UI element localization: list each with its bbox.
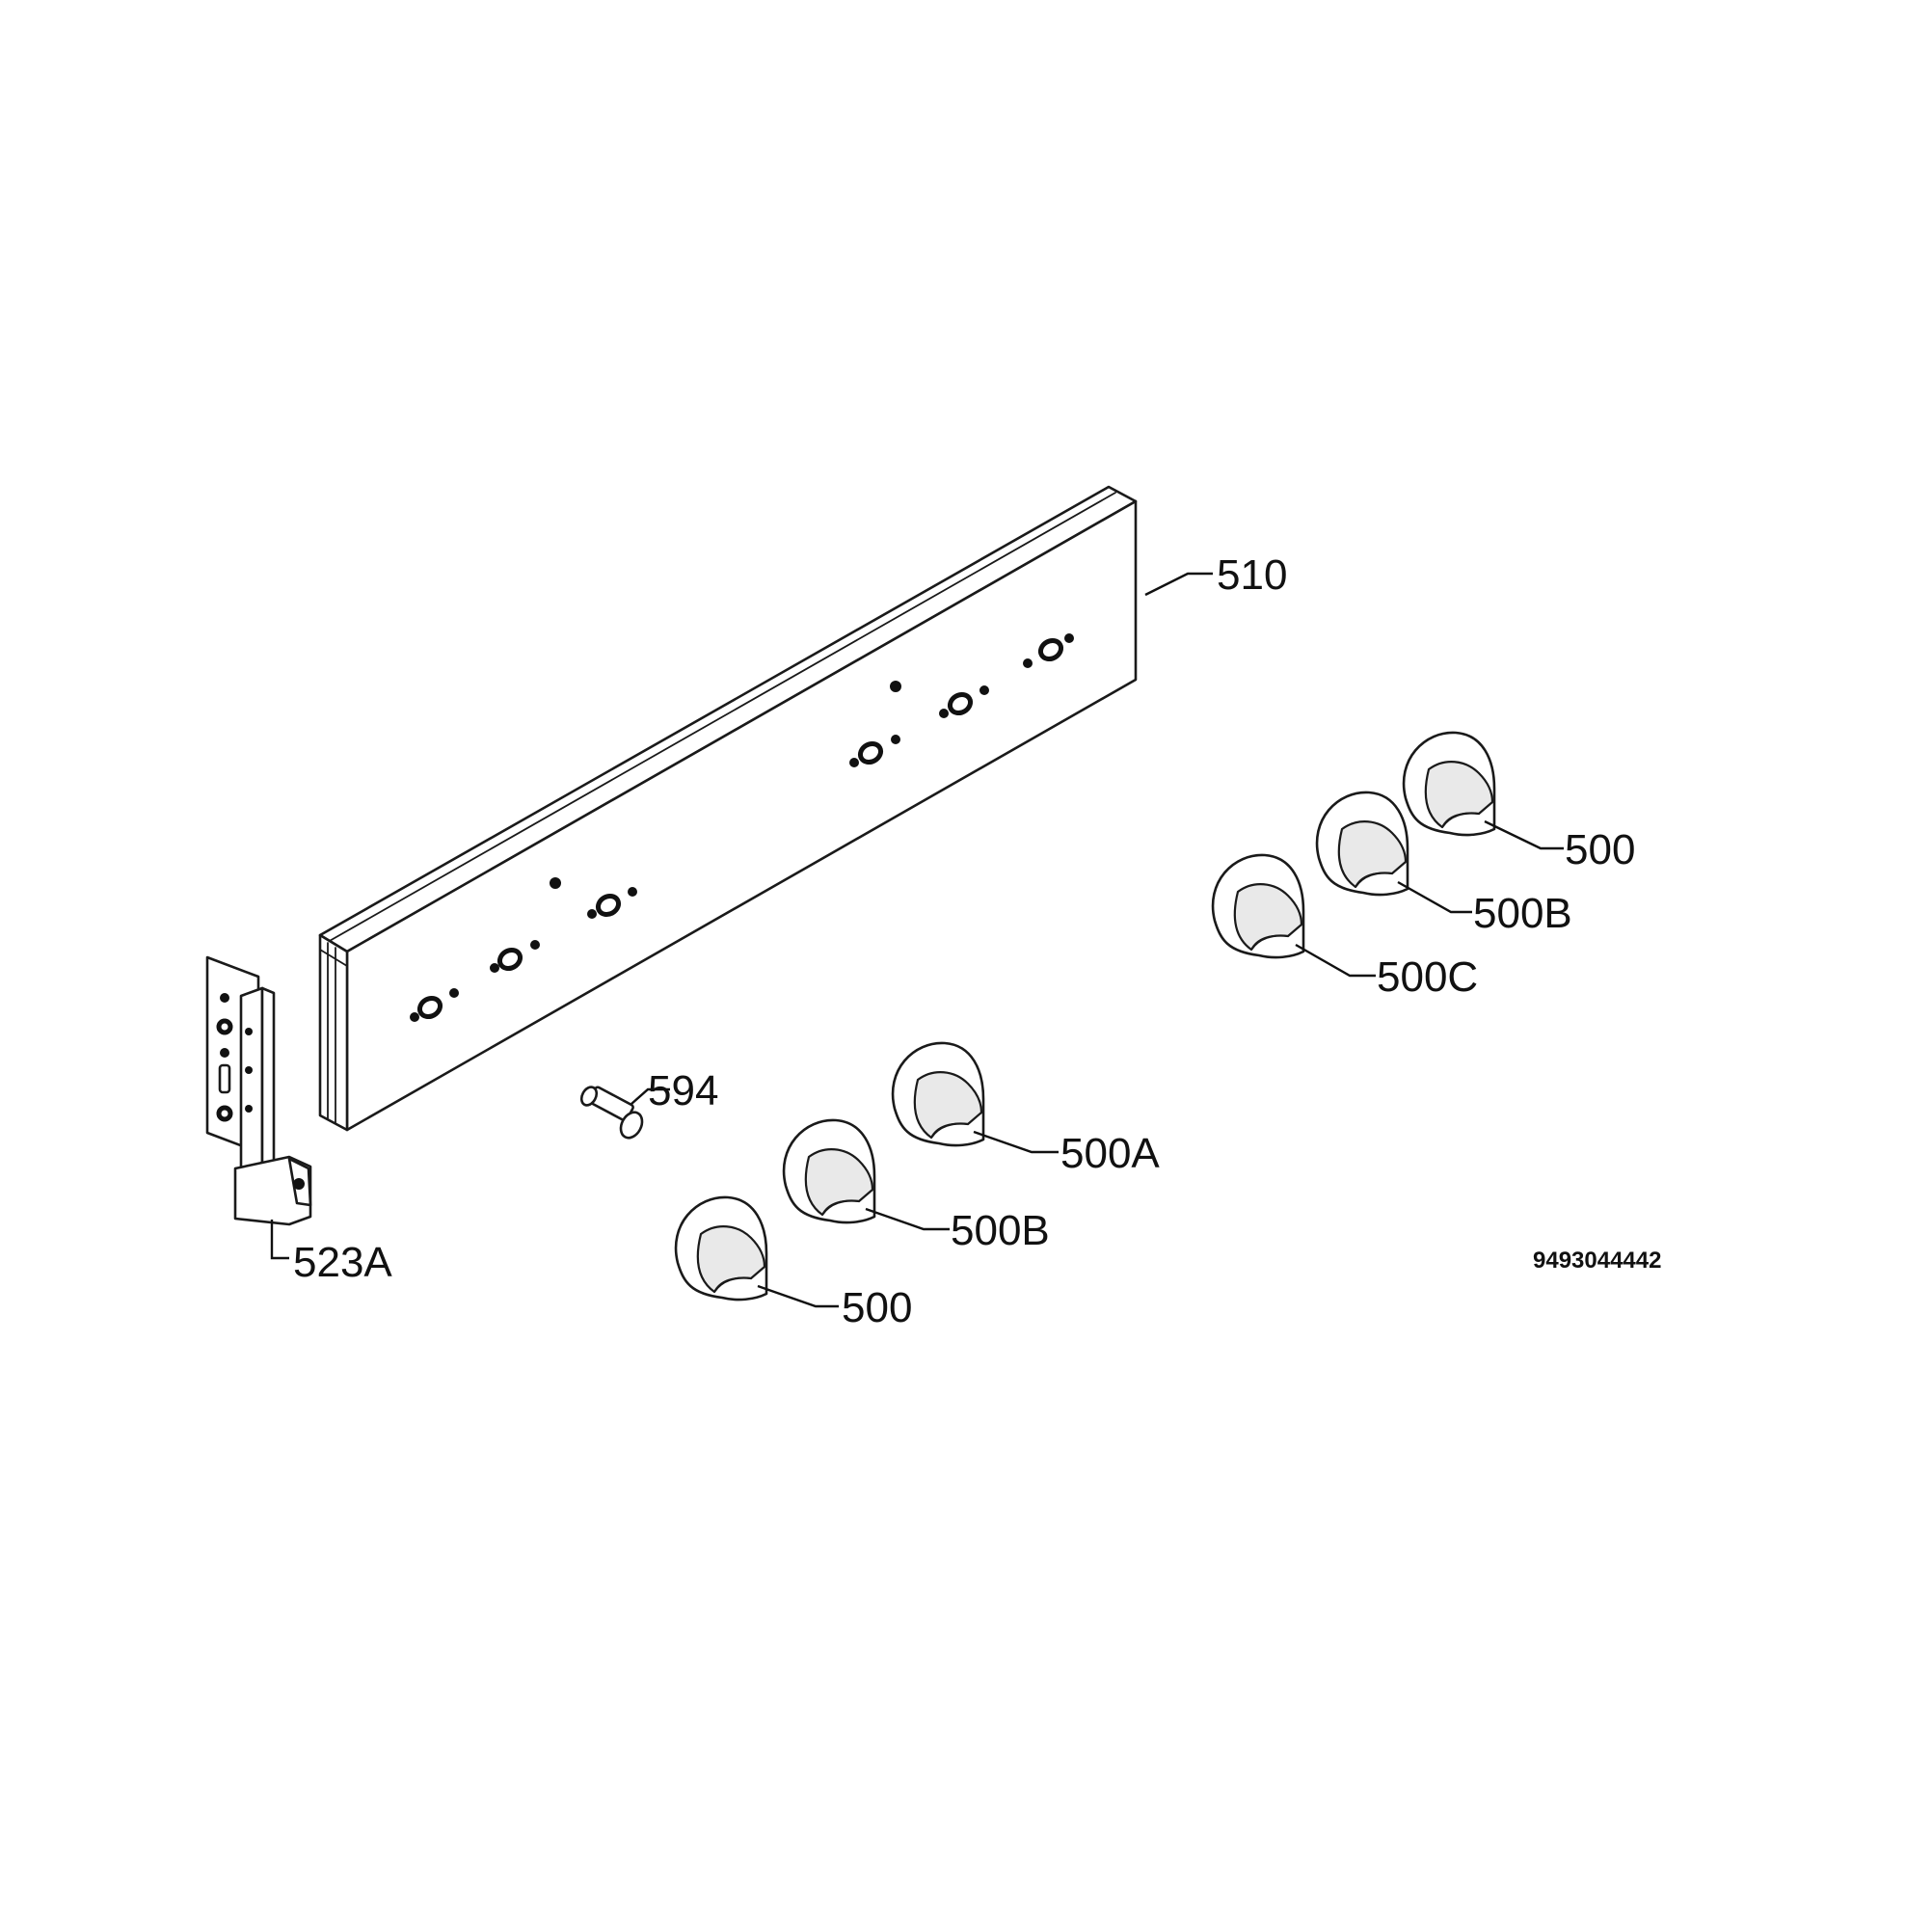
leader-lines <box>270 572 1564 1308</box>
panel-hole-group-2 <box>490 940 540 973</box>
panel-hole-group-1 <box>410 988 459 1022</box>
label-knob-right-top: 500 <box>1565 826 1635 873</box>
knob-left-low <box>674 1195 768 1301</box>
label-knob-left-mid: 500B <box>951 1207 1050 1254</box>
leader-knob-right-low <box>1295 943 1376 978</box>
knob-right-top <box>1402 731 1496 837</box>
label-bracket-523A: 523A <box>293 1239 392 1286</box>
panel-indicator-hole-1 <box>550 877 561 889</box>
leader-594 <box>631 1087 670 1105</box>
panel-hole-group-3 <box>587 887 637 919</box>
label-knob-left-low: 500 <box>842 1284 912 1331</box>
leader-knob-left-low <box>757 1284 839 1308</box>
leader-knob-right-top <box>1484 819 1564 850</box>
control-panel-510 <box>318 485 1138 1132</box>
leader-knob-right-mid <box>1397 880 1472 914</box>
knob-left-mid <box>782 1118 876 1224</box>
knob-right-mid <box>1315 791 1409 897</box>
leader-510 <box>1144 572 1213 597</box>
panel-hole-group-4 <box>849 735 900 767</box>
leader-knob-left-top <box>973 1130 1059 1154</box>
label-panel-510: 510 <box>1217 551 1287 599</box>
pin-594 <box>579 1086 644 1140</box>
label-knob-left-top: 500A <box>1060 1130 1160 1177</box>
leader-knob-left-mid <box>865 1207 950 1231</box>
knob-right-low <box>1211 853 1305 959</box>
panel-hole-group-5 <box>939 685 989 718</box>
label-knob-right-mid: 500B <box>1473 890 1572 937</box>
knob-left-top <box>891 1041 985 1147</box>
diagram-reference-number: 9493044442 <box>1533 1248 1661 1274</box>
label-pin-594: 594 <box>648 1067 718 1114</box>
panel-indicator-hole-2 <box>890 681 901 692</box>
panel-hole-group-6 <box>1023 633 1074 668</box>
side-bracket-523A <box>205 955 312 1226</box>
leader-523A <box>270 1220 289 1260</box>
label-knob-right-low: 500C <box>1377 953 1478 1001</box>
